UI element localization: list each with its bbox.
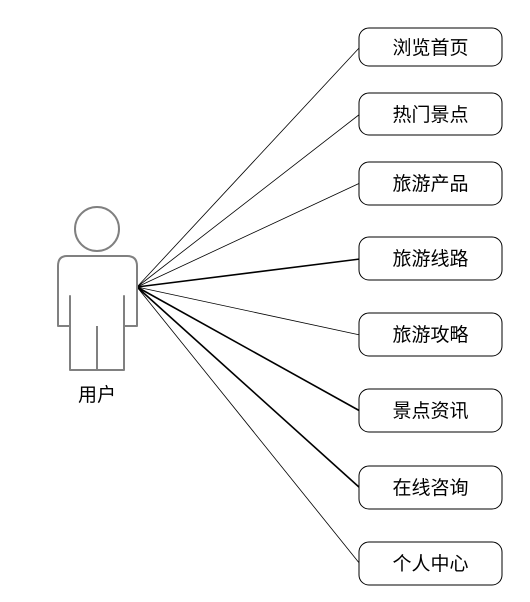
use-case-旅游产品: 旅游产品: [358, 161, 503, 206]
use-case-旅游攻略: 旅游攻略: [358, 312, 503, 357]
association-line: [136, 182, 361, 288]
use-case-浏览首页: 浏览首页: [358, 27, 503, 67]
association-line: [136, 258, 361, 288]
association-line: [136, 286, 361, 565]
use-case-label: 在线咨询: [392, 477, 468, 499]
association-line: [136, 113, 361, 288]
use-case-label: 个人中心: [392, 553, 468, 575]
use-case-label: 旅游攻略: [392, 324, 468, 346]
associations: [136, 46, 361, 565]
association-line: [136, 286, 361, 336]
use-case-label: 景点资讯: [392, 400, 468, 422]
use-case-label: 热门景点: [392, 104, 468, 126]
actor-label: 用户: [78, 384, 116, 406]
use-case-旅游线路: 旅游线路: [358, 236, 503, 281]
use-case-label: 旅游线路: [392, 248, 468, 270]
use-case-热门景点: 热门景点: [358, 92, 503, 136]
association-line: [136, 286, 361, 412]
association-line: [136, 286, 361, 489]
use-case-个人中心: 个人中心: [358, 541, 503, 586]
use-case-label: 浏览首页: [392, 37, 468, 59]
use-case-景点资讯: 景点资讯: [358, 388, 503, 433]
use-case-在线咨询: 在线咨询: [358, 465, 503, 510]
use-case-label: 旅游产品: [392, 173, 468, 195]
person-icon: [57, 206, 138, 371]
association-line: [136, 46, 361, 288]
